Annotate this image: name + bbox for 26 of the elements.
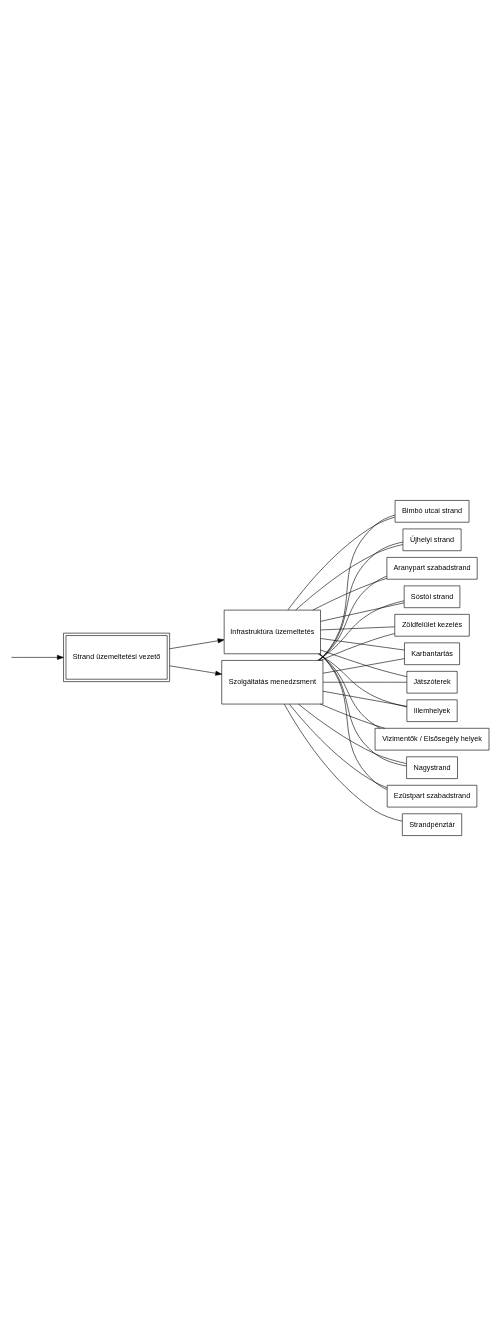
connector (320, 638, 405, 651)
connector (318, 575, 388, 661)
connector (320, 626, 395, 631)
arrow (169, 638, 225, 650)
connector (319, 514, 396, 661)
connector (319, 653, 388, 790)
connector (289, 703, 388, 788)
connector (283, 703, 403, 822)
connector (319, 653, 407, 767)
connector (312, 578, 388, 611)
connector (295, 544, 404, 611)
connector (320, 703, 386, 729)
arrow (169, 665, 222, 676)
connector (322, 681, 408, 683)
connector (320, 649, 408, 678)
connector (317, 653, 408, 708)
connector (317, 600, 405, 661)
connector (320, 602, 405, 622)
connector (320, 633, 395, 661)
connector (298, 703, 407, 764)
connector (322, 690, 408, 707)
arrow (11, 654, 64, 660)
connector (318, 541, 404, 661)
connector (287, 516, 396, 611)
connector (318, 653, 381, 729)
connector (322, 658, 405, 674)
